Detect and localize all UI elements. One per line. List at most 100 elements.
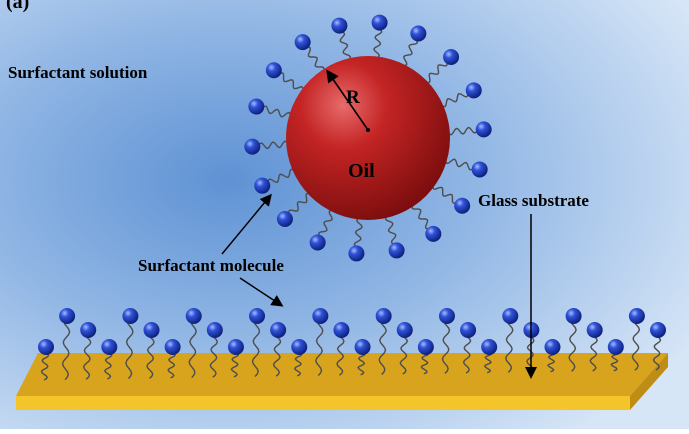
molecule-head: [481, 339, 498, 355]
corner-label: (a): [6, 0, 29, 13]
surfactant-molecule-icon: [650, 322, 666, 371]
molecule-tail: [315, 315, 324, 376]
molecule-head: [454, 197, 471, 214]
oil-droplet-icon: [286, 56, 450, 220]
surfactant-molecule-icon: [411, 203, 442, 242]
surfactant-molecule-icon: [607, 339, 624, 372]
molecule-head: [544, 339, 561, 355]
surfactant-molecule-icon: [249, 308, 266, 378]
surfactant-molecule-icon: [59, 308, 76, 381]
molecule-head: [628, 308, 645, 324]
surfactant-molecule-icon: [265, 62, 304, 92]
surfactant-molecule-label: Surfactant molecule: [138, 256, 284, 275]
molecule-head: [309, 234, 326, 251]
molecule-head: [270, 322, 287, 338]
surfactant-molecule-icon: [309, 209, 334, 251]
molecule-head: [425, 225, 442, 242]
surfactant-molecule-icon: [402, 25, 427, 67]
surfactant-molecule-icon: [248, 98, 292, 118]
surfactant-molecule-icon: [276, 192, 311, 227]
molecule-head: [438, 308, 455, 324]
substrate-front-face: [16, 396, 630, 410]
radius-arrow: [326, 69, 369, 131]
surfactant-molecule-icon: [143, 322, 160, 379]
molecule-head: [185, 308, 202, 324]
molecule-tail: [505, 315, 514, 373]
molecule-head: [475, 121, 492, 138]
molecule-head: [101, 339, 118, 355]
surfactant-solution-label: Surfactant solution: [8, 63, 148, 82]
surfactant-molecule-icon: [438, 308, 455, 374]
molecule-head: [471, 161, 488, 178]
molecule-head: [565, 308, 582, 324]
molecule-head: [465, 82, 482, 99]
molecule-head: [227, 339, 244, 355]
surfactant-molecule-icon: [371, 14, 388, 60]
surfactant-molecule-icon: [440, 82, 482, 108]
surfactant-molecule-icon: [254, 168, 296, 194]
molecule-head: [443, 49, 460, 66]
droplet-molecule-shell: [244, 14, 492, 262]
molecule-head: [206, 322, 223, 338]
molecule-head: [254, 177, 271, 194]
molecule-head: [248, 98, 265, 115]
surfactant-molecule-icon: [331, 17, 352, 61]
surfactant-molecule-icon: [444, 158, 488, 178]
molecule-head: [371, 14, 388, 31]
molecule-tail: [378, 315, 387, 375]
oil-label: Oil: [348, 160, 375, 182]
molecule-head: [38, 339, 54, 355]
surfactant-molecule-icon: [333, 322, 350, 376]
surfactant-molecule-icon: [38, 339, 54, 381]
molecule-head: [80, 322, 97, 338]
molecule-head: [650, 322, 666, 338]
surfactant-molecule-icon: [206, 322, 223, 378]
surfactant-molecule-icon: [122, 308, 139, 380]
molecule-pointer-arrow-droplet: [221, 193, 272, 255]
surfactant-molecule-icon: [384, 215, 405, 259]
oil-droplet: R Oil: [286, 56, 450, 220]
molecule-head: [396, 322, 413, 338]
surfactant-molecule-icon: [294, 34, 325, 73]
molecule-head: [460, 322, 477, 338]
molecule-tail: [188, 315, 197, 379]
molecule-head: [586, 322, 603, 338]
molecule-head: [122, 308, 139, 324]
molecule-head: [294, 34, 311, 51]
molecule-head: [331, 17, 348, 34]
molecule-head: [410, 25, 427, 42]
molecule-tail: [251, 315, 261, 378]
molecule-tail: [146, 329, 155, 379]
surfactant-molecule-icon: [354, 339, 371, 376]
molecule-head: [354, 339, 371, 355]
surfactant-molecule-icon: [185, 308, 202, 379]
molecule-head: [312, 308, 329, 324]
surfactant-molecule-icon: [481, 339, 498, 374]
glass-substrate: [16, 353, 668, 410]
molecule-head: [502, 308, 519, 324]
molecule-head: [265, 62, 282, 79]
surfactant-molecule-icon: [586, 322, 603, 372]
molecule-head: [249, 308, 266, 324]
droplet-center-dot: [366, 128, 370, 132]
surfactant-molecule-icon: [312, 308, 329, 376]
surfactant-molecule-icon: [164, 339, 181, 379]
molecule-pointer-arrow-substrate: [239, 277, 284, 307]
surfactant-molecule-icon: [460, 322, 477, 374]
molecule-head: [607, 339, 624, 355]
molecule-head: [143, 322, 160, 338]
surfactant-molecule-icon: [544, 339, 561, 373]
molecule-tail: [631, 315, 641, 371]
molecule-head: [348, 245, 365, 262]
surfactant-molecule-icon: [244, 138, 289, 155]
surfactant-molecule-icon: [227, 339, 244, 378]
surfactant-molecule-icon: [628, 308, 645, 371]
molecule-head: [375, 308, 392, 324]
molecule-tail: [125, 315, 134, 380]
molecule-head: [244, 138, 261, 155]
surfactant-molecule-icon: [375, 308, 392, 375]
molecule-tail: [441, 315, 451, 374]
surfactant-molecule-icon: [396, 322, 413, 375]
